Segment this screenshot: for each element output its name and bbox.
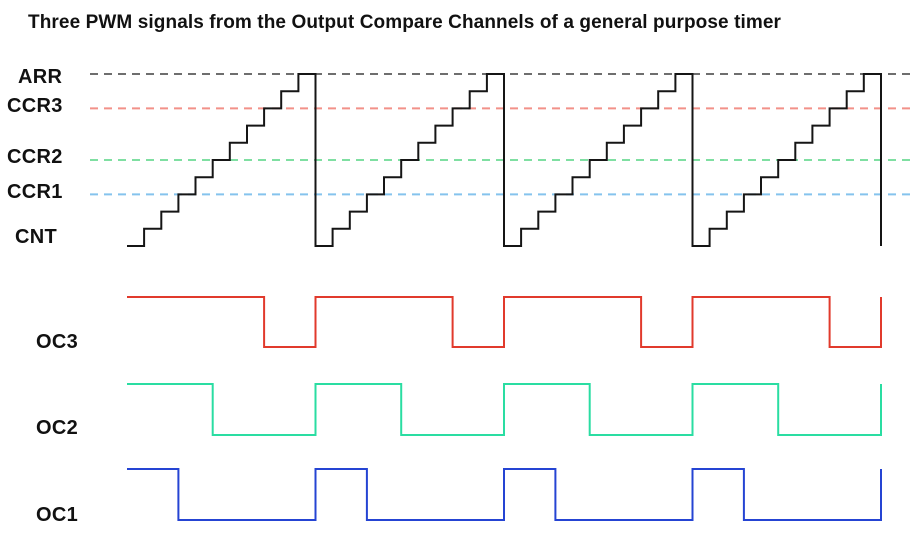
oc2-label: OC2 xyxy=(36,417,79,439)
arr-label: ARR xyxy=(18,66,63,88)
oc3-label: OC3 xyxy=(36,331,79,353)
cnt-waveform xyxy=(127,73,882,247)
ccr3-label: CCR3 xyxy=(7,95,63,117)
oc1-waveform xyxy=(127,468,882,521)
cnt-label: CNT xyxy=(15,226,58,248)
diagram-title: Three PWM signals from the Output Compar… xyxy=(28,12,782,33)
ccr1-label: CCR1 xyxy=(7,181,63,203)
ccr2-label: CCR2 xyxy=(7,146,63,168)
oc1-label: OC1 xyxy=(36,504,79,526)
oc3-waveform xyxy=(127,296,882,348)
oc2-waveform xyxy=(127,383,882,436)
